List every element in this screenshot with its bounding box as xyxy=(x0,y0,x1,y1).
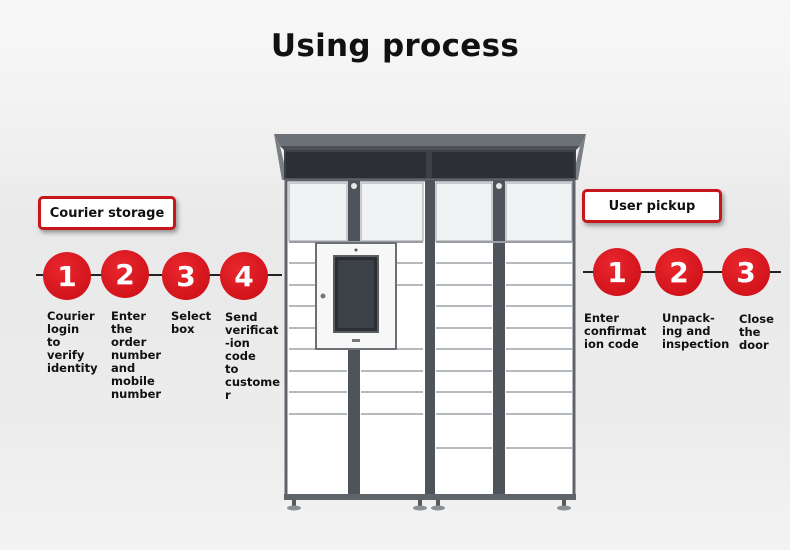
right-step-1-circle: 1 xyxy=(593,248,641,296)
right-step-3-circle: 3 xyxy=(722,248,770,296)
page-title: Using process xyxy=(270,28,520,64)
left-step-1-text: Courier login to verify identity xyxy=(47,309,98,375)
parcel-locker-illustration xyxy=(274,134,586,511)
courier-storage-label: Courier storage xyxy=(38,196,176,230)
left-step-4-circle: 4 xyxy=(220,252,268,300)
left-step-2-circle: 2 xyxy=(101,250,149,298)
right-step-2-circle: 2 xyxy=(655,248,703,296)
left-timeline-line xyxy=(36,274,282,276)
left-step-3-circle: 3 xyxy=(162,252,210,300)
right-step-2-text: Unpack- ing and inspection xyxy=(662,311,730,351)
right-step-3-text: Close the door xyxy=(739,312,774,352)
user-pickup-label: User pickup xyxy=(582,189,722,223)
left-step-1-circle: 1 xyxy=(43,252,91,300)
right-step-1-text: Enter confirmat ion code xyxy=(584,311,647,351)
left-step-4-text: Send verificat -ion code to custome r xyxy=(225,310,281,402)
left-step-3-text: Select box xyxy=(171,309,212,336)
left-step-2-text: Enter the order number and mobile number xyxy=(111,309,162,401)
